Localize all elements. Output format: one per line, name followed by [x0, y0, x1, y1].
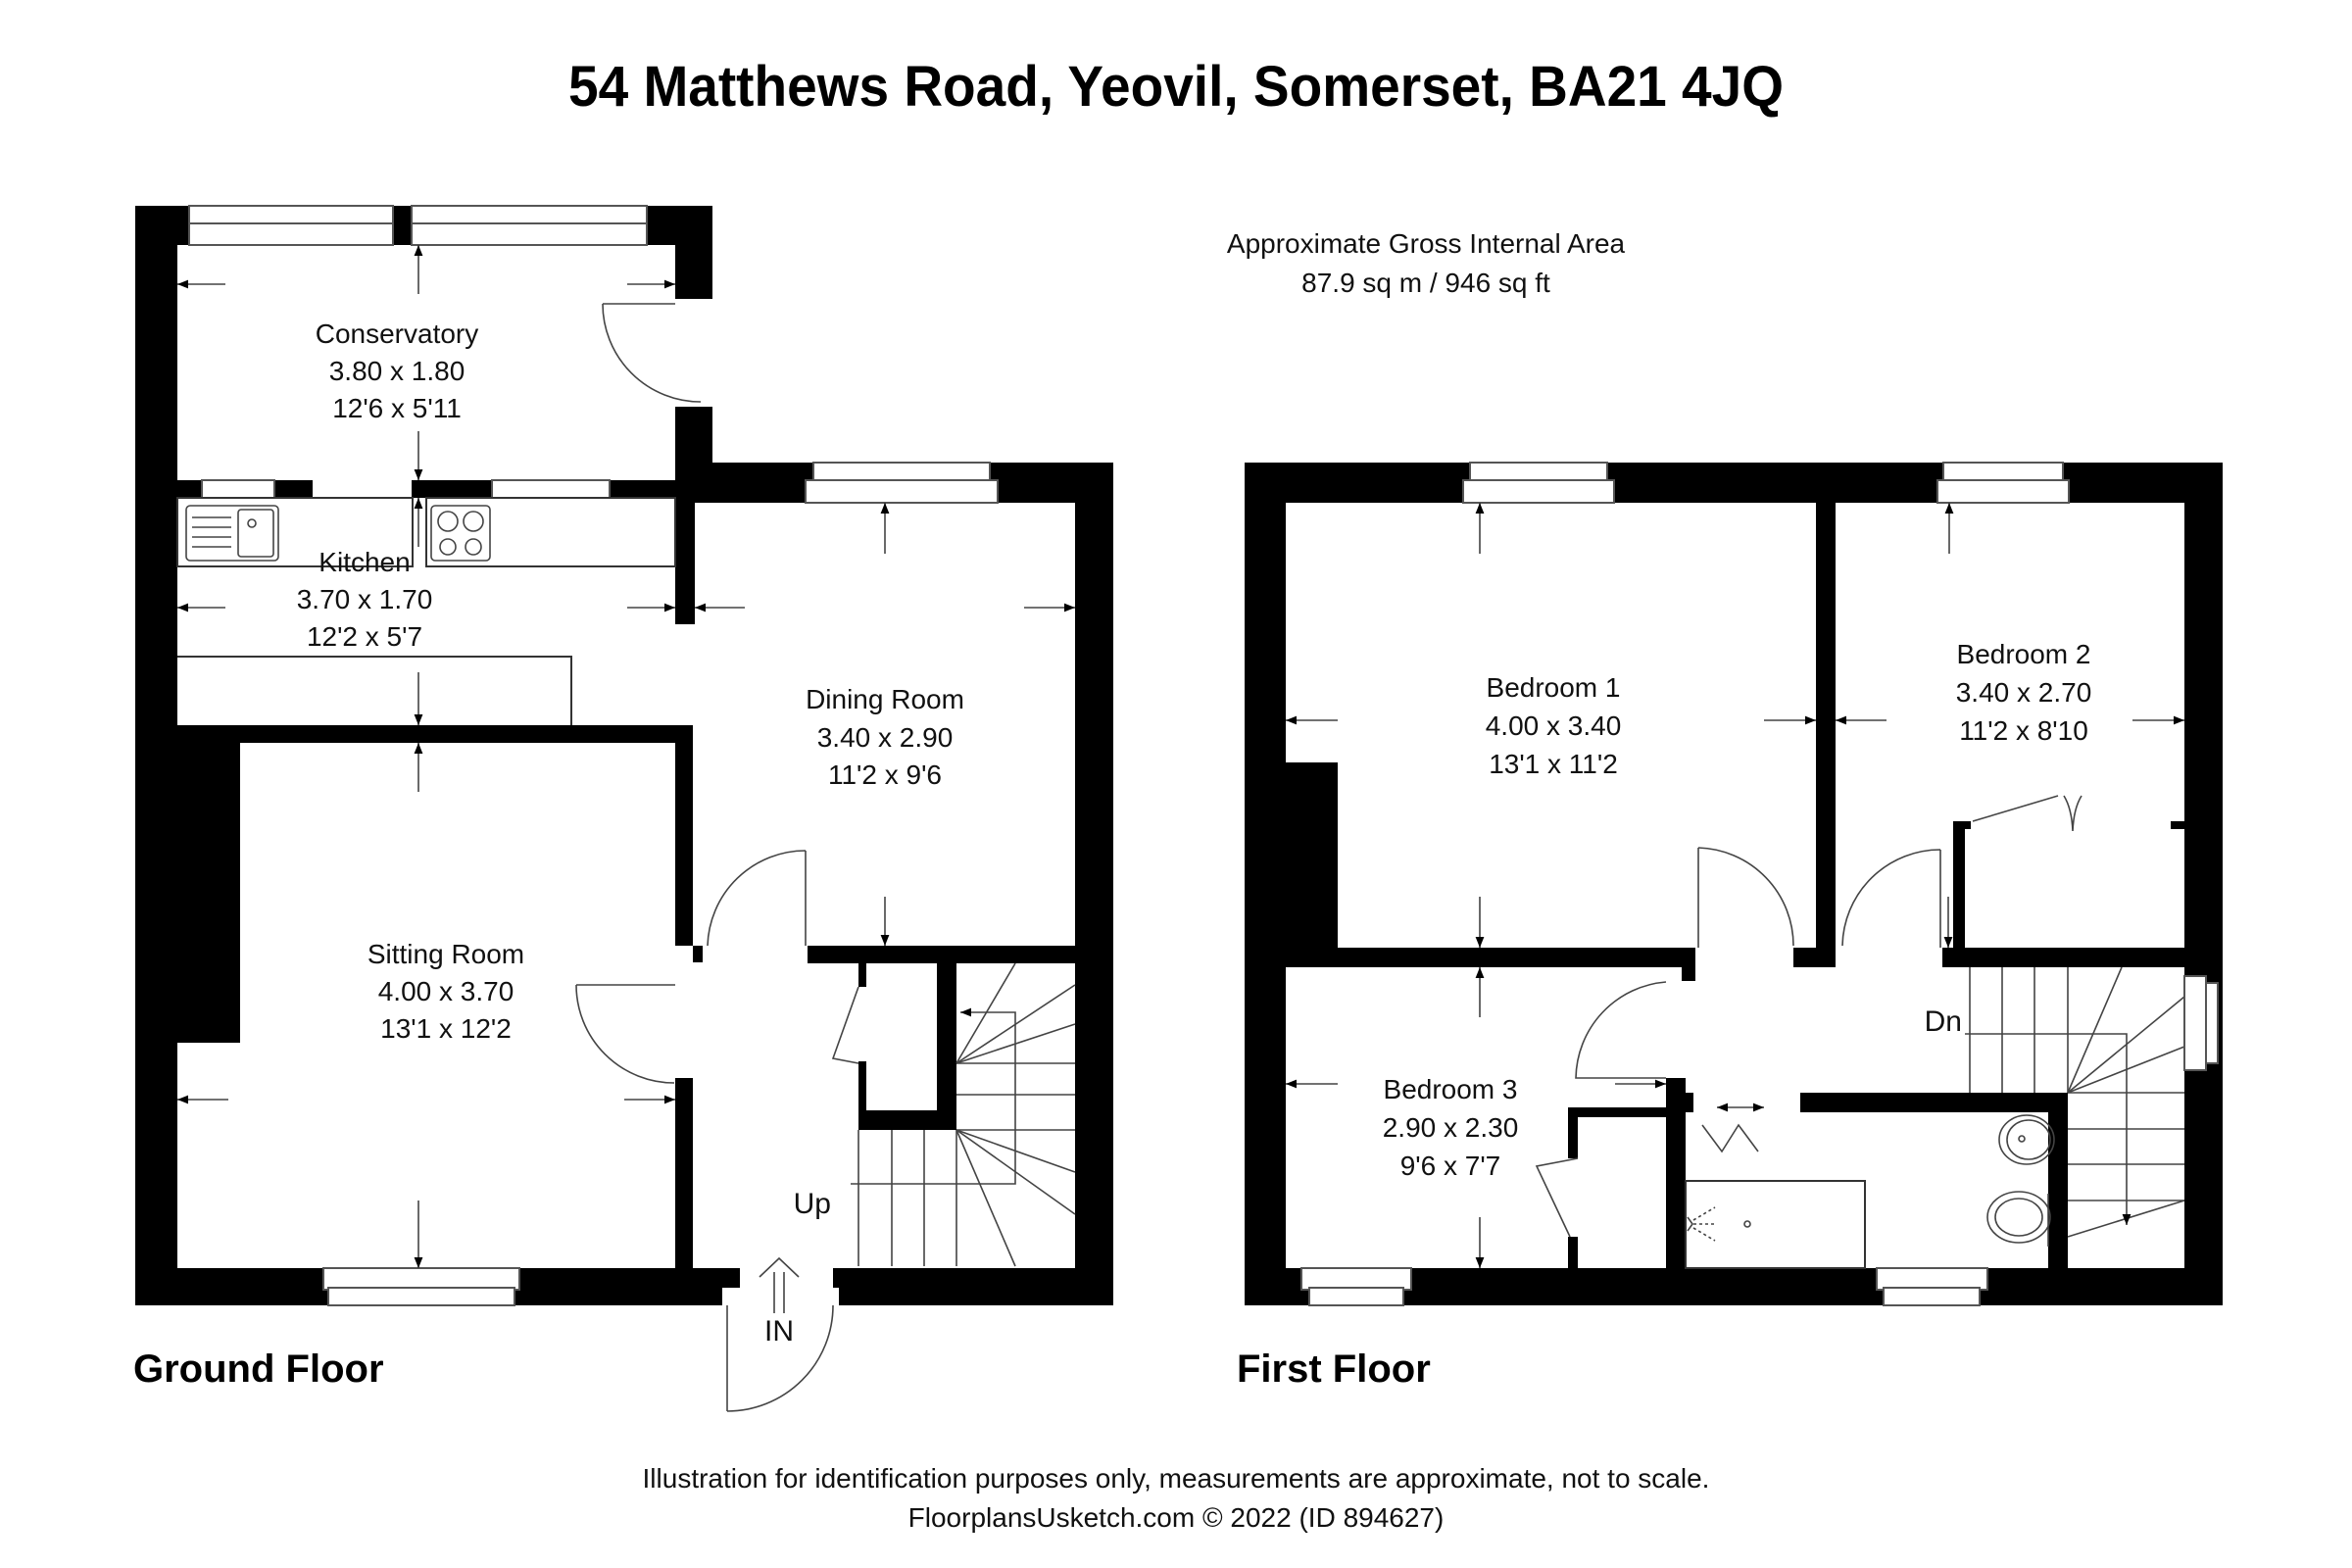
svg-text:Kitchen: Kitchen — [318, 547, 410, 577]
svg-text:Bedroom 2: Bedroom 2 — [1957, 639, 2091, 669]
entrance-arrow-icon — [759, 1256, 800, 1313]
area-label: Approximate Gross Internal Area — [1227, 228, 1626, 259]
svg-text:12'6 x 5'11: 12'6 x 5'11 — [332, 393, 462, 423]
stairs-down-label: Dn — [1925, 1005, 1962, 1038]
svg-text:3.40 x 2.70: 3.40 x 2.70 — [1956, 677, 2092, 708]
room-label-kitchen: Kitchen 3.70 x 1.70 12'2 x 5'7 — [297, 547, 433, 652]
svg-text:3.40 x 2.90: 3.40 x 2.90 — [817, 722, 954, 753]
page-title: 54 Matthews Road, Yeovil, Somerset, BA21… — [568, 55, 1784, 119]
svg-text:13'1 x 12'2: 13'1 x 12'2 — [380, 1013, 512, 1044]
svg-text:12'2 x 5'7: 12'2 x 5'7 — [307, 621, 422, 652]
svg-text:4.00 x 3.40: 4.00 x 3.40 — [1486, 710, 1622, 741]
svg-text:11'2 x 8'10: 11'2 x 8'10 — [1959, 715, 2088, 746]
room-label-bedroom-3: Bedroom 3 2.90 x 2.30 9'6 x 7'7 — [1383, 1074, 1519, 1181]
svg-text:9'6 x 7'7: 9'6 x 7'7 — [1400, 1151, 1501, 1181]
svg-text:13'1 x 11'2: 13'1 x 11'2 — [1489, 749, 1618, 779]
svg-text:4.00 x 3.70: 4.00 x 3.70 — [378, 976, 514, 1006]
entrance-label: IN — [764, 1315, 794, 1348]
ground-floor-plan: Conservatory 3.80 x 1.80 12'6 x 5'11 Kit… — [135, 205, 1113, 1412]
first-floor-label: First Floor — [1237, 1348, 1431, 1391]
svg-text:Sitting Room: Sitting Room — [368, 939, 524, 969]
svg-text:3.70 x 1.70: 3.70 x 1.70 — [297, 584, 433, 614]
room-label-dining-room: Dining Room 3.40 x 2.90 11'2 x 9'6 — [806, 684, 964, 790]
room-label-bedroom-1: Bedroom 1 4.00 x 3.40 13'1 x 11'2 — [1486, 672, 1622, 779]
svg-text:Bedroom 1: Bedroom 1 — [1487, 672, 1621, 703]
room-label-sitting-room: Sitting Room 4.00 x 3.70 13'1 x 12'2 — [368, 939, 524, 1044]
svg-text:3.80 x 1.80: 3.80 x 1.80 — [329, 356, 466, 386]
disclaimer-text: Illustration for identification purposes… — [643, 1463, 1710, 1494]
svg-text:Conservatory: Conservatory — [316, 318, 479, 349]
credit-text: FloorplansUsketch.com © 2022 (ID 894627) — [908, 1502, 1445, 1533]
svg-text:11'2 x 9'6: 11'2 x 9'6 — [828, 760, 942, 790]
ground-stairs — [851, 962, 1076, 1267]
svg-text:Bedroom 3: Bedroom 3 — [1384, 1074, 1518, 1104]
svg-text:2.90 x 2.30: 2.90 x 2.30 — [1383, 1112, 1519, 1143]
ground-floor-label: Ground Floor — [133, 1348, 384, 1391]
first-floor-plan: Bedroom 1 4.00 x 3.40 13'1 x 11'2 Bedroo… — [1245, 462, 2223, 1306]
area-value: 87.9 sq m / 946 sq ft — [1301, 268, 1550, 298]
stairs-up-label: Up — [794, 1188, 831, 1220]
room-label-bedroom-2: Bedroom 2 3.40 x 2.70 11'2 x 8'10 — [1956, 639, 2092, 746]
first-floor-stairs — [1965, 966, 2185, 1238]
room-label-conservatory: Conservatory 3.80 x 1.80 12'6 x 5'11 — [316, 318, 479, 423]
svg-text:Dining Room: Dining Room — [806, 684, 964, 714]
